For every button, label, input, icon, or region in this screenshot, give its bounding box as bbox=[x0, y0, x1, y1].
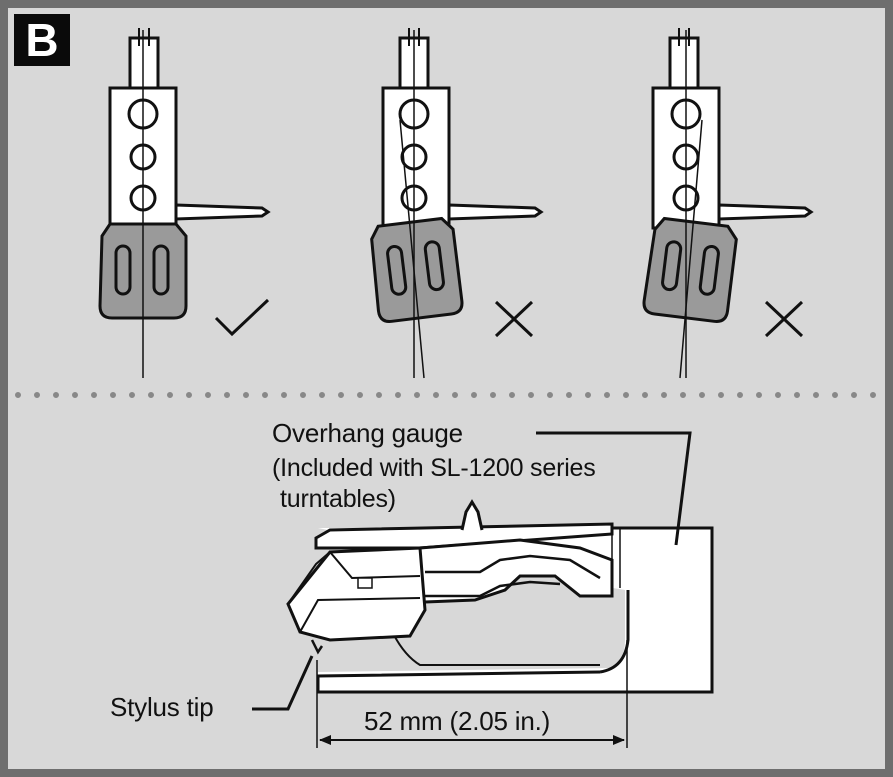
stylus-leader bbox=[252, 655, 314, 711]
headshell-side-view bbox=[286, 499, 614, 655]
figure-badge: B bbox=[14, 14, 70, 66]
gauge-note-line2: turntables) bbox=[280, 485, 396, 513]
gauge-note-line1: (Included with SL-1200 series bbox=[272, 454, 596, 482]
cross-icon bbox=[764, 300, 804, 338]
headshell-twisted-1 bbox=[370, 28, 544, 379]
stylus-tip-label: Stylus tip bbox=[110, 692, 214, 722]
gauge-leader bbox=[536, 431, 692, 546]
gauge-name-label: Overhang gauge bbox=[272, 418, 463, 448]
dimension-label: 52 mm (2.05 in.) bbox=[364, 706, 551, 736]
headshell-twisted-2 bbox=[642, 28, 814, 379]
headshell-correct bbox=[98, 28, 271, 378]
check-icon bbox=[214, 298, 270, 337]
cross-icon bbox=[494, 300, 534, 338]
